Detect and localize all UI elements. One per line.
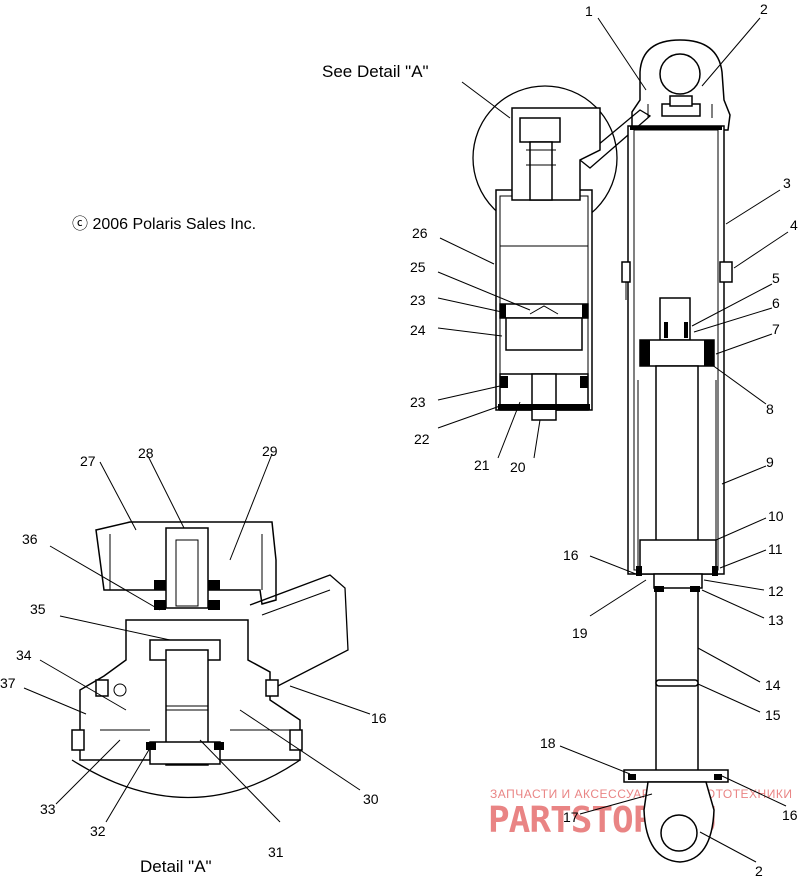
callout-23-lower: 23 — [410, 394, 426, 410]
callout-35: 35 — [30, 601, 46, 617]
callout-12: 12 — [768, 583, 784, 599]
callout-7: 7 — [772, 321, 780, 337]
bottom-eyelet-bore — [660, 814, 698, 852]
bumper — [653, 573, 703, 589]
callout-28: 28 — [138, 445, 154, 461]
detail-caption: Detail "A" — [140, 857, 212, 876]
schrader-valve — [531, 373, 557, 421]
callout-36: 36 — [22, 531, 38, 547]
callout-2-bottom: 2 — [755, 863, 763, 879]
callout-9: 9 — [766, 454, 774, 470]
seal-head — [639, 539, 717, 575]
watermark: ЗАПЧАСТИ И АКСЕССУАРЫ ДЛЯ МОТОТЕХНИКИ PA… — [488, 787, 792, 841]
detail-a-view — [71, 521, 349, 799]
hose-stub — [249, 574, 349, 691]
callout-29: 29 — [262, 443, 278, 459]
floating-piston — [505, 317, 583, 351]
callout-3: 3 — [783, 175, 791, 191]
callout-18: 18 — [540, 735, 556, 751]
callout-21: 21 — [474, 457, 490, 473]
callout-16-bottom: 16 — [782, 807, 798, 823]
valve-stem — [165, 527, 209, 609]
shock-assembly — [578, 39, 733, 863]
piston — [639, 339, 715, 367]
callout-20: 20 — [510, 459, 526, 475]
copyright-notice: ⓒ 2006 Polaris Sales Inc. — [72, 215, 256, 233]
callout-5: 5 — [772, 270, 780, 286]
callout-13: 13 — [768, 612, 784, 628]
callout-37: 37 — [0, 675, 16, 691]
watermark-tagline: ЗАПЧАСТИ И АКСЕССУАРЫ ДЛЯ МОТОТЕХНИКИ — [490, 787, 792, 801]
callout-10: 10 — [768, 508, 784, 524]
reservoir-valve — [529, 141, 553, 201]
callout-32: 32 — [90, 823, 106, 839]
callout-4: 4 — [790, 217, 798, 233]
callout-8: 8 — [766, 401, 774, 417]
callout-22: 22 — [414, 431, 430, 447]
top-eyelet-bore — [659, 53, 701, 95]
callout-27: 27 — [80, 453, 96, 469]
callout-6: 6 — [772, 295, 780, 311]
callout-19: 19 — [572, 625, 588, 641]
detail-pointer-label: See Detail "A" — [322, 62, 429, 81]
reservoir-hose — [578, 109, 652, 169]
leader-lines — [23, 17, 789, 863]
o-ring — [655, 679, 699, 687]
callout-34: 34 — [16, 647, 32, 663]
callout-33: 33 — [40, 801, 56, 817]
callout-11: 11 — [768, 541, 783, 557]
callout-26: 26 — [412, 225, 428, 241]
callout-23-upper: 23 — [410, 292, 426, 308]
callout-17: 17 — [563, 809, 579, 825]
callout-25: 25 — [410, 259, 426, 275]
callout-15: 15 — [765, 707, 781, 723]
callout-2-top: 2 — [760, 1, 768, 17]
spring-retainer — [623, 769, 729, 783]
top-nut — [669, 95, 693, 107]
callout-30: 30 — [363, 791, 379, 807]
callout-31: 31 — [268, 844, 284, 860]
callout-16-body: 16 — [563, 547, 579, 563]
callout-14: 14 — [765, 677, 781, 693]
reservoir-assembly — [472, 85, 618, 421]
callout-24: 24 — [410, 322, 426, 338]
callout-1: 1 — [585, 3, 593, 19]
spring-pin — [719, 261, 733, 283]
callout-16-detail: 16 — [371, 710, 387, 726]
